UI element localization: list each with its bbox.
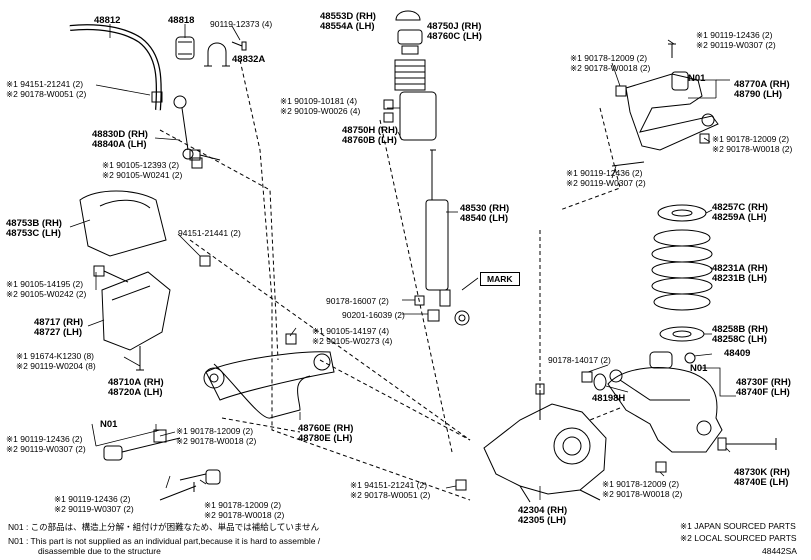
label-94151-21241-bottom: ※1 94151-21241 (2)※2 90178-W0051 (2) (350, 480, 431, 500)
label-90105-14197: ※1 90105-14197 (4)※2 90105-W0273 (4) (312, 326, 393, 346)
label-48231A: 48231A (RH)48231B (LH) (712, 263, 768, 284)
footnote-japanese: N01 : この部品は、構造上分解・組付けが困難なため、単品では補給していません (8, 522, 320, 532)
spring-upper-cover (79, 190, 167, 257)
bolt-48730K (717, 437, 777, 451)
label-90109-10181: ※1 90109-10181 (4)※2 90109-W0026 (4) (280, 96, 361, 116)
bolt-90119-12436-bottom (159, 482, 197, 501)
label-48753B: 48753B (RH)48753C (LH) (6, 218, 62, 239)
label-90201-16039: 90201-16039 (2) (342, 310, 405, 320)
lower-arm-48730F (607, 367, 723, 453)
label-48832A: 48832A (232, 54, 266, 65)
label-90178-12009-top-right: ※1 90178-12009 (2)※2 90178-W0018 (2) (570, 53, 651, 73)
label-90178-12009-bottom-right: ※1 90178-12009 (2)※2 90178-W0018 (2) (602, 479, 683, 499)
label-90119-12436-left: ※1 90119-12436 (2)※2 90119-W0307 (2) (6, 434, 86, 454)
label-48750J: 48750J (RH)48760C (LH) (427, 21, 482, 42)
label-90178-12009-bottom: ※1 90178-12009 (2)※2 90178-W0018 (2) (204, 500, 285, 520)
stabilizer-bushing (175, 36, 195, 60)
label-n01-left: N01 (100, 419, 118, 430)
spring-lower-seat (659, 326, 705, 342)
label-48730F: 48730F (RH)48740F (LH) (736, 377, 791, 398)
coil-spring (651, 229, 713, 311)
shock-dust-cover (399, 91, 437, 141)
bolt-90119-12373 (231, 41, 247, 51)
footnote-english-2: disassemble due to the structure (38, 546, 161, 556)
shock-upper-cap (395, 10, 421, 21)
stabilizer-link (173, 95, 194, 160)
label-48257C: 48257C (RH)48259A (LH) (712, 202, 768, 223)
nut-90178-14017 (581, 371, 593, 383)
bracket-48717 (101, 271, 171, 351)
label-48258B: 48258B (RH)48258C (LH) (712, 324, 768, 345)
label-90105-14195: ※1 90105-14195 (2)※2 90105-W0242 (2) (6, 279, 87, 299)
label-48750H: 48750H (RH)48760B (LH) (342, 125, 398, 146)
shock-lower-nut (414, 295, 440, 322)
label-48770A: 48770A (RH)48790 (LH) (734, 79, 790, 100)
label-94151-21441: 94151-21441 (2) (178, 228, 241, 238)
shock-mount-nut (383, 99, 394, 123)
label-n01-lower: N01 (690, 363, 708, 374)
knuckle-bolt (455, 479, 601, 503)
label-90105-12393: ※1 90105-12393 (2)※2 90105-W0241 (2) (102, 160, 183, 180)
shock-absorber (425, 149, 470, 326)
bolt-91674 (136, 346, 144, 371)
label-94151-21241-top: ※1 94151-21241 (2)※2 90178-W0051 (2) (6, 79, 87, 99)
nut-94151-21441 (199, 255, 211, 267)
stabilizer-bracket (204, 42, 230, 67)
label-90119-12436-right: ※1 90119-12436 (2)※2 90119-W0307 (2) (566, 168, 646, 188)
upper-arm-bolt (611, 43, 710, 167)
label-90119-12436-bottom: ※1 90119-12436 (2)※2 90119-W0307 (2) (54, 494, 134, 514)
diagram-id: 48442SA (762, 546, 797, 556)
label-90119-12436-top-right: ※1 90119-12436 (2)※2 90119-W0307 (2) (696, 30, 776, 50)
label-48730K: 48730K (RH)48740E (LH) (734, 467, 790, 488)
shock-upper-mount (397, 29, 423, 55)
nut-90178-12009-bottom-right (655, 461, 667, 473)
label-90178-16007: 90178-16007 (2) (326, 296, 389, 306)
lower-arm-48710A (203, 351, 335, 419)
label-48409: 48409 (724, 348, 751, 359)
label-90178-12009-mid: ※1 90178-12009 (2)※2 90178-W0018 (2) (176, 426, 257, 446)
callout-lines (69, 24, 736, 500)
label-48812: 48812 (94, 15, 121, 26)
assembly-lines (159, 59, 621, 501)
label-n01-upper: N01 (688, 73, 706, 84)
label-48818: 48818 (168, 15, 195, 26)
shock-bumper (394, 59, 426, 91)
label-48553D: 48553D (RH)48554A (LH) (320, 11, 376, 32)
label-42304: 42304 (RH)42305 (LH) (518, 505, 568, 526)
mark-label: MARK (480, 272, 520, 286)
bolt-90105-14197 (285, 333, 297, 345)
spring-upper-seat (657, 204, 707, 222)
label-48830D: 48830D (RH)48840A (LH) (92, 129, 148, 150)
label-48710A: 48710A (RH)48720A (LH) (108, 377, 164, 398)
washer-48198H (593, 373, 607, 391)
source-note-local: ※2 LOCAL SOURCED PARTS (680, 533, 797, 543)
bushing-48409 (649, 351, 696, 369)
label-48530: 48530 (RH)48540 (LH) (460, 203, 510, 224)
label-48198H: 48198H (592, 393, 626, 404)
label-91674-K1230: ※1 91674-K1230 (8)※2 90119-W0204 (8) (16, 351, 96, 371)
footnote-english-1: N01 : This part is not supplied as an in… (8, 536, 321, 546)
label-48760E: 48760E (RH)48780E (LH) (298, 423, 354, 444)
source-note-japan: ※1 JAPAN SOURCED PARTS (680, 521, 796, 531)
label-90178-12009-right: ※1 90178-12009 (2)※2 90178-W0018 (2) (712, 134, 793, 154)
link-nut (151, 91, 203, 169)
lateral-rod (103, 429, 221, 485)
rear-knuckle (483, 383, 607, 495)
label-90119-12373: 90119-12373 (4) (210, 19, 273, 29)
stabilizer-bar (69, 24, 162, 111)
bolt-90105-14195 (93, 265, 129, 283)
label-48717: 48717 (RH)48727 (LH) (34, 317, 84, 338)
label-90178-14017: 90178-14017 (2) (548, 355, 611, 365)
